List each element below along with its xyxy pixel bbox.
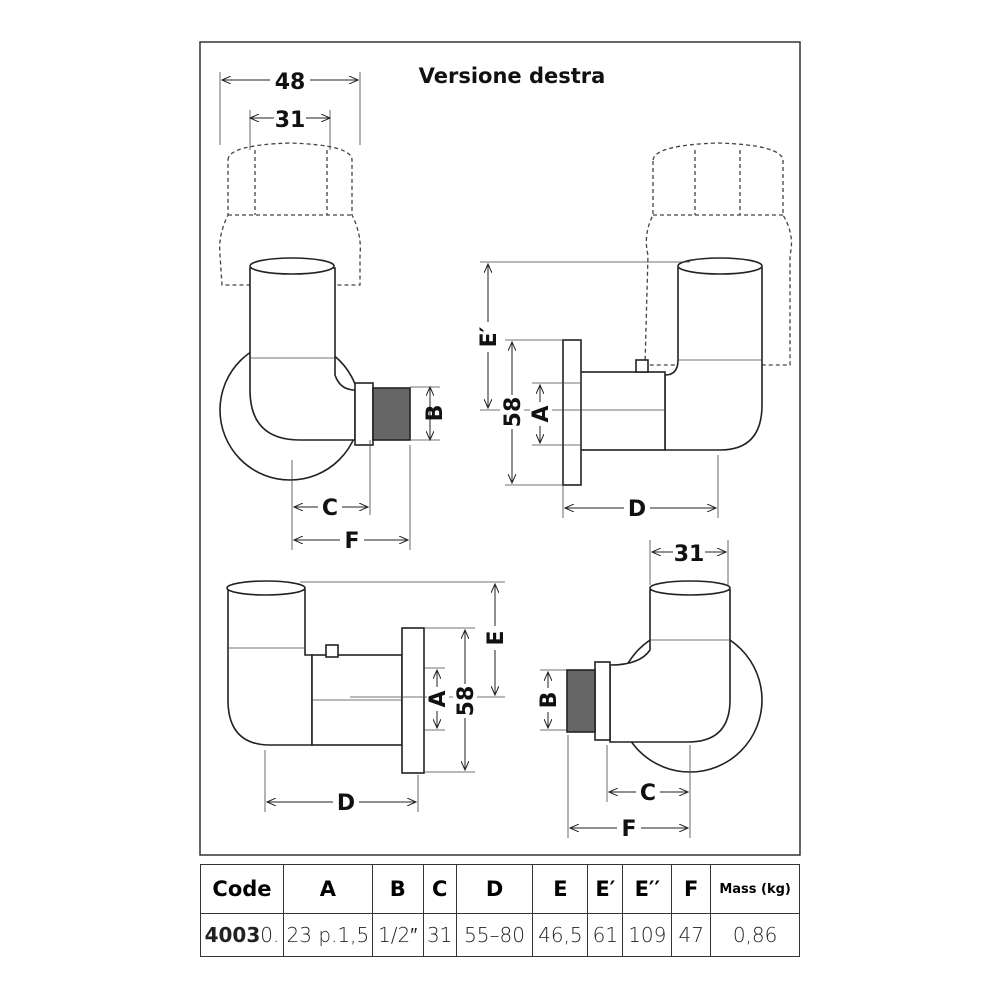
header-e-prime: E′ — [587, 864, 624, 914]
dim-58-top: 58 — [501, 397, 526, 428]
dim-58-bottom: 58 — [454, 686, 479, 717]
cell-mass: 0,86 — [710, 913, 800, 957]
dimensions-table: Code A B C D E E′ E′′ F Mass (kg) 40030.… — [200, 864, 800, 957]
header-code: Code — [200, 864, 284, 914]
table-header-row: Code A B C D E E′ E′′ F Mass (kg) — [200, 864, 800, 914]
code-bold: 4003 — [204, 923, 261, 947]
header-c: C — [422, 864, 457, 914]
cell-a: 23 p.1,5 — [282, 913, 373, 957]
dim-f: F — [344, 529, 359, 554]
view-top-left: 48 31 B C F — [219, 66, 448, 554]
dim-e-prime: E′ — [477, 326, 502, 347]
cell-c: 31 — [422, 913, 457, 957]
cell-e-prime: 61 — [587, 913, 624, 957]
header-e-double-prime: E′′ — [622, 864, 673, 914]
dim-b: B — [423, 405, 448, 422]
dim-b-bottom: B — [537, 692, 562, 709]
dim-f-bottom: F — [621, 817, 636, 842]
drawing-title: Versione destra — [419, 64, 606, 88]
dim-48: 48 — [275, 70, 306, 95]
dim-31-bottom: 31 — [674, 542, 705, 567]
dim-d-top: D — [628, 497, 646, 522]
view-bottom-right: 31 B C F — [536, 539, 763, 842]
cell-b: 1/2″ — [371, 913, 424, 957]
header-f: F — [671, 864, 712, 914]
dim-a-top: A — [529, 405, 554, 422]
header-d: D — [455, 864, 534, 914]
cell-e: 46,5 — [532, 913, 589, 957]
header-mass: Mass (kg) — [710, 864, 800, 914]
header-b: B — [371, 864, 424, 914]
table-row: 40030. 23 p.1,5 1/2″ 31 55–80 46,5 61 10… — [200, 913, 800, 957]
header-e: E — [532, 864, 589, 914]
drawing-frame — [199, 41, 801, 856]
header-a: A — [282, 864, 373, 914]
cell-d: 55–80 — [455, 913, 534, 957]
dim-a-bottom: A — [426, 690, 451, 707]
view-bottom-left: E 58 A D — [226, 580, 509, 816]
dim-d-bottom: D — [337, 791, 355, 816]
cell-e-double-prime: 109 — [622, 913, 673, 957]
dim-e: E — [484, 630, 509, 645]
dim-c-bottom: C — [640, 781, 656, 806]
cell-f: 47 — [671, 913, 712, 957]
view-top-right: E′ 58 A D — [476, 142, 793, 522]
dim-c: C — [322, 496, 338, 521]
dim-31: 31 — [275, 108, 306, 133]
cell-code: 40030. — [200, 913, 284, 957]
code-suffix: 0. — [260, 923, 280, 947]
